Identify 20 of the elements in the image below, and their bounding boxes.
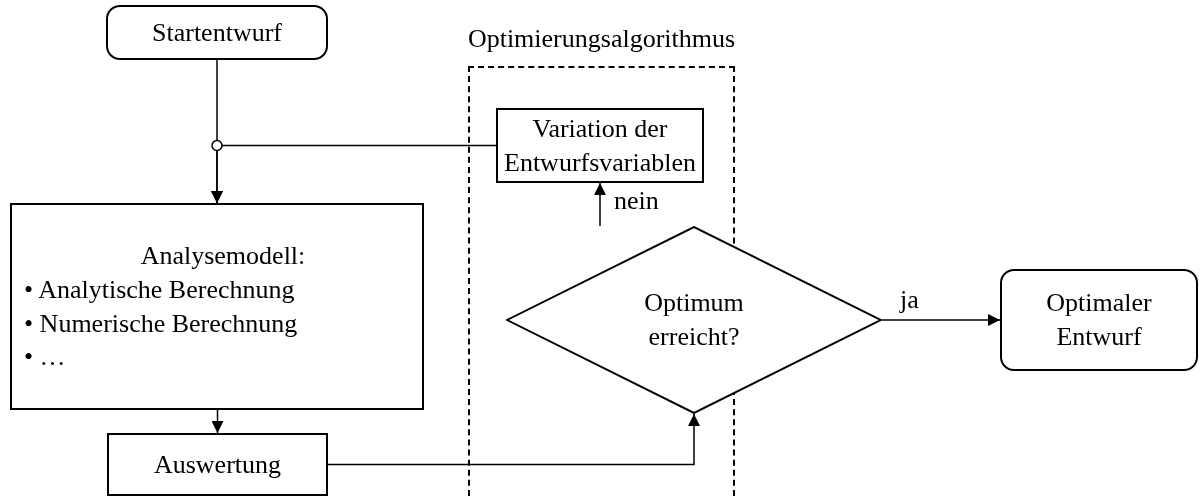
box-heading: Analysemodell: xyxy=(140,239,306,272)
arrow xyxy=(881,314,1001,326)
arrow xyxy=(594,182,606,227)
group-heading: Optimierungsalgorithmus xyxy=(467,23,736,55)
list-item: • … xyxy=(24,341,66,374)
node-label: Optimaler Entwurf xyxy=(1045,287,1153,353)
process-box xyxy=(107,433,328,496)
list-item: • Numerische Berechnung xyxy=(24,307,298,340)
process-box xyxy=(496,108,704,183)
node-label: Startentwurf xyxy=(152,16,282,49)
process-box xyxy=(10,203,424,410)
node-label: Auswertung xyxy=(153,448,282,481)
list-item: • Analytische Berechnung xyxy=(24,273,295,306)
decision-diamond xyxy=(506,226,882,414)
arrow xyxy=(211,144,497,204)
start-box xyxy=(106,5,328,60)
arrow xyxy=(211,409,224,434)
arrow xyxy=(327,413,700,466)
node-label: Optimum erreicht? xyxy=(643,287,745,353)
end-box xyxy=(1000,269,1198,371)
